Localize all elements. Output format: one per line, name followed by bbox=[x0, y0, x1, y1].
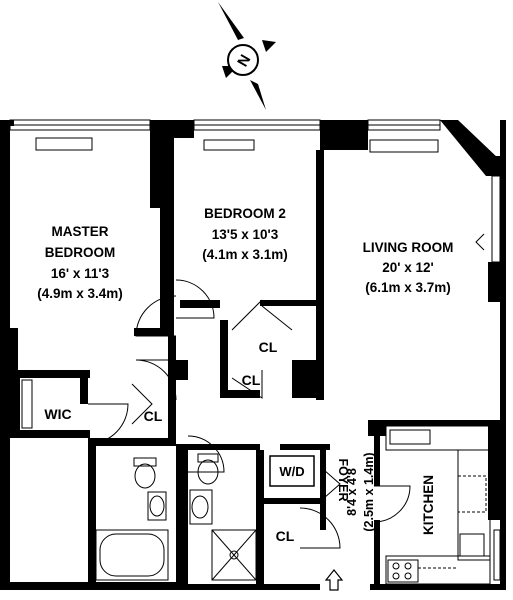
master-bedroom-name-line2: BEDROOM bbox=[45, 245, 116, 260]
foyer-dim-m: (2.5m x 1.4m) bbox=[362, 452, 376, 531]
label-laundry: W/D bbox=[279, 464, 304, 479]
foyer-dim-ft: 8'4 x 4'8 bbox=[345, 468, 359, 516]
label-closet-bed2-upper: CL bbox=[259, 339, 278, 355]
foyer-name: FOYER bbox=[336, 458, 350, 501]
bedroom-2-dim-m: (4.1m x 3.1m) bbox=[202, 247, 288, 262]
washer-dryer-box bbox=[269, 455, 315, 487]
label-closet-hall: CL bbox=[144, 408, 163, 424]
door-swings bbox=[87, 233, 485, 549]
entry-arrow-icon bbox=[324, 569, 344, 591]
bedroom-2-name: BEDROOM 2 bbox=[204, 206, 286, 221]
label-bedroom-2: BEDROOM 2 13'5 x 10'3 (4.1m x 3.1m) bbox=[202, 206, 288, 262]
kitchen-fixtures bbox=[385, 425, 491, 585]
interior-walls bbox=[10, 138, 496, 584]
bedroom-2-dim-ft: 13'5 x 10'3 bbox=[212, 227, 279, 242]
label-closet-foyer: CL bbox=[276, 528, 295, 544]
master-bedroom-dim-m: (4.9m x 3.4m) bbox=[37, 286, 123, 301]
bathroom-fixtures bbox=[95, 453, 257, 581]
living-room-dim-m: (6.1m x 3.7m) bbox=[365, 280, 451, 295]
living-room-name: LIVING ROOM bbox=[363, 240, 454, 255]
top-window-strip bbox=[9, 119, 441, 153]
living-room-dim-ft: 20' x 12' bbox=[382, 260, 433, 275]
compass-north-icon: N bbox=[218, 2, 276, 110]
label-foyer-rotated: 8'4 x 4'8 (2.5m x 1.4m) bbox=[345, 452, 376, 531]
label-living-room: LIVING ROOM 20' x 12' (6.1m x 3.7m) bbox=[363, 240, 454, 295]
label-closet-bed2-lower: CL bbox=[242, 372, 261, 388]
label-wic: WIC bbox=[44, 406, 71, 422]
right-window-strip bbox=[469, 139, 501, 581]
master-bedroom-name-line1: MASTER bbox=[52, 224, 109, 239]
label-kitchen: KITCHEN bbox=[421, 475, 436, 535]
master-bedroom-dim-ft: 16' x 11'3 bbox=[51, 266, 110, 281]
wic-rod bbox=[21, 379, 33, 429]
exterior-walls bbox=[0, 120, 506, 590]
label-master-bedroom: MASTER BEDROOM 16' x 11'3 (4.9m x 3.4m) bbox=[37, 224, 123, 301]
label-foyer: FOYER bbox=[336, 458, 350, 501]
